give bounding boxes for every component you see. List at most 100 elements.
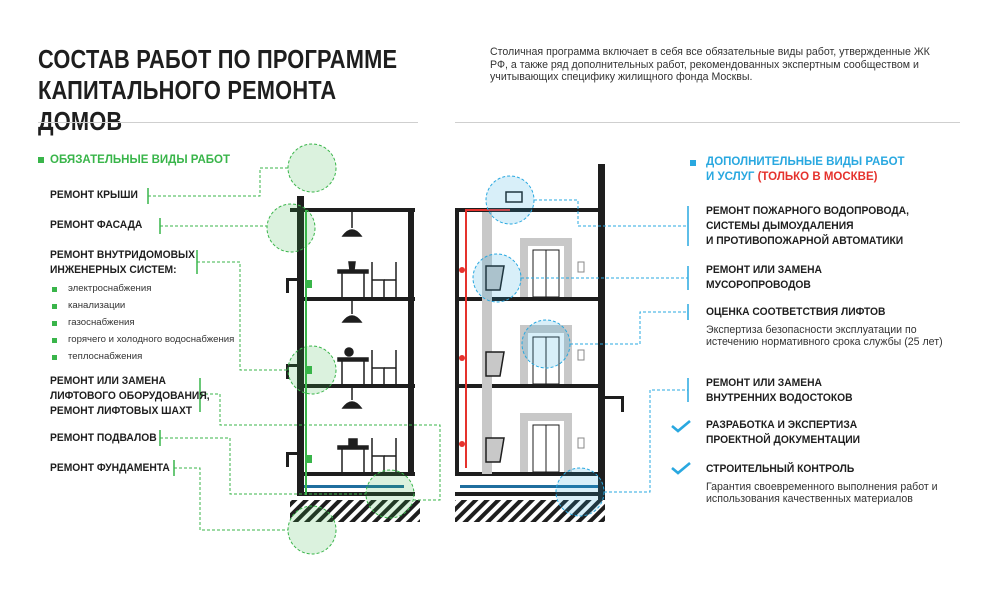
subitem-electric: электроснабжения (68, 283, 152, 294)
balcony-left-1 (286, 278, 304, 281)
right-section-heading-blue: И УСЛУГ (706, 171, 755, 183)
balcony-rail-left-3 (286, 452, 289, 467)
meter-green-3 (306, 455, 312, 463)
highlight-chute (472, 253, 522, 303)
outer-wall-left (297, 196, 304, 496)
left-item-basement: РЕМОНТ ПОДВАЛОВ (50, 432, 157, 444)
right-item-design-line2: ПРОЕКТНОЙ ДОКУМЕНТАЦИИ (706, 434, 861, 446)
page-title: СОСТАВ РАБОТ ПО ПРОГРАММЕ КАПИТАЛЬНОГО Р… (38, 44, 399, 137)
right-item-fire-line1: РЕМОНТ ПОЖАРНОГО ВОДОПРОВОДА, (706, 205, 909, 217)
right-item-control: СТРОИТЕЛЬНЫЙ КОНТРОЛЬ (706, 463, 855, 475)
floor-slab-left-2 (297, 384, 415, 388)
highlight-systems (287, 345, 337, 395)
left-item-roof: РЕМОНТ КРЫШИ (50, 189, 138, 201)
balcony-rail-left-1 (286, 278, 289, 293)
left-item-systems-line2: ИНЖЕНЕРНЫХ СИСТЕМ: (50, 264, 177, 276)
left-item-foundation: РЕМОНТ ФУНДАМЕНТА (50, 462, 170, 474)
basement-pipe-right (460, 485, 598, 488)
floor-slab-left-1 (297, 297, 415, 301)
basement-pipe-left (304, 485, 404, 488)
bullet (52, 338, 57, 343)
right-item-lift-desc: Экспертиза безопасности эксплуатации по … (706, 324, 943, 349)
bullet (52, 355, 57, 360)
page-title-line2: КАПИТАЛЬНОГО РЕМОНТА ДОМОВ (38, 75, 337, 136)
check-icon (671, 462, 691, 475)
floor-slab-left-3 (297, 472, 415, 476)
room-floor-3 (337, 388, 397, 472)
floor-slab-right-1 (455, 297, 605, 301)
balcony-right (598, 396, 624, 399)
divider-right (455, 122, 960, 123)
right-item-fire-line3: И ПРОТИВОПОЖАРНОЙ АВТОМАТИКИ (706, 235, 904, 247)
right-item-design-line1: РАЗРАБОТКА И ЭКСПЕРТИЗА (706, 419, 858, 431)
chute-hopper-1 (485, 265, 505, 291)
highlight-lift (521, 319, 571, 369)
meter-green-2 (306, 366, 312, 374)
leader-lines-right (521, 199, 688, 493)
right-item-control-desc: Гарантия своевременного выполнения работ… (706, 481, 938, 506)
room-floor-1 (337, 212, 397, 297)
balcony-rail-right (621, 396, 624, 412)
left-item-lift-line2: ЛИФТОВОГО ОБОРУДОВАНИЯ, (50, 390, 210, 402)
ground-right (455, 500, 605, 522)
right-item-chute-line2: МУСОРОПРОВОДОВ (706, 279, 811, 291)
floor-slab-right-3 (455, 472, 605, 476)
left-section-heading: ОБЯЗАТЕЛЬНЫЕ ВИДЫ РАБОТ (50, 154, 231, 166)
fire-pipe (459, 209, 510, 468)
inner-wall-right (455, 212, 459, 474)
roof-slab-right (455, 208, 605, 212)
section-marker-green (38, 157, 44, 163)
balcony-rail-left-2 (286, 364, 289, 379)
elevator-doors (520, 238, 585, 473)
right-item-drain-line2: ВНУТРЕННИХ ВОДОСТОКОВ (706, 392, 853, 404)
subitem-heating: теплоснабжения (68, 351, 143, 362)
highlight-fire (485, 175, 535, 225)
highlight-drain (555, 467, 605, 517)
garbage-chute (482, 212, 492, 474)
left-item-lift-line3: РЕМОНТ ЛИФТОВЫХ ШАХТ (50, 405, 193, 417)
bullet (52, 321, 57, 326)
divider-left (38, 122, 418, 123)
highlight-roof (287, 143, 337, 193)
subitem-sewage: канализации (68, 300, 126, 311)
right-item-chute-line1: РЕМОНТ ИЛИ ЗАМЕНА (706, 264, 822, 276)
subitem-gas: газоснабжения (68, 317, 135, 328)
right-section-heading-line1: ДОПОЛНИТЕЛЬНЫЕ ВИДЫ РАБОТ (706, 156, 905, 168)
facade-pipe-green (305, 210, 307, 495)
bracket-ticks-left (147, 188, 201, 476)
bullet (52, 304, 57, 309)
subitem-water: горячего и холодного водоснабжения (68, 334, 235, 345)
balcony-left-2 (286, 364, 304, 367)
left-item-lift-line1: РЕМОНТ ИЛИ ЗАМЕНА (50, 375, 166, 387)
balcony-left-3 (286, 452, 304, 455)
left-item-systems-line1: РЕМОНТ ВНУТРИДОМОВЫХ (50, 249, 196, 261)
outer-wall-right (598, 164, 605, 500)
check-icon (671, 420, 691, 433)
basement-slab-right (455, 492, 605, 496)
left-building (147, 143, 441, 555)
meter-green-1 (306, 280, 312, 288)
highlight-basement (365, 469, 415, 519)
inner-wall-left (408, 212, 414, 474)
leader-lines-left (148, 167, 441, 531)
right-item-fire-line2: СИСТЕМЫ ДЫМОУДАЛЕНИЯ (706, 220, 854, 232)
room-floor-2 (337, 301, 397, 384)
right-section-heading-red: (ТОЛЬКО В МОСКВЕ) (757, 171, 878, 183)
highlight-foundation (287, 505, 337, 555)
highlight-facade (266, 203, 316, 253)
chute-hopper-3 (485, 437, 505, 463)
section-marker-blue (690, 160, 696, 166)
right-item-drain-line1: РЕМОНТ ИЛИ ЗАМЕНА (706, 377, 822, 389)
right-item-lift-check: ОЦЕНКА СООТВЕТСТВИЯ ЛИФТОВ (706, 306, 886, 318)
smoke-detector (505, 191, 523, 203)
chute-hopper-2 (485, 351, 505, 377)
page-title-line1: СОСТАВ РАБОТ ПО ПРОГРАММЕ (38, 44, 398, 74)
right-section-heading-line2: И УСЛУГ (ТОЛЬКО В МОСКВЕ) (706, 170, 877, 185)
ground-left (290, 500, 420, 522)
roof-slab-left (290, 208, 415, 212)
floor-slab-right-2 (455, 384, 605, 388)
intro-text: Столичная программа включает в себя все … (490, 46, 930, 84)
right-building (455, 164, 689, 522)
left-item-facade: РЕМОНТ ФАСАДА (50, 219, 143, 231)
